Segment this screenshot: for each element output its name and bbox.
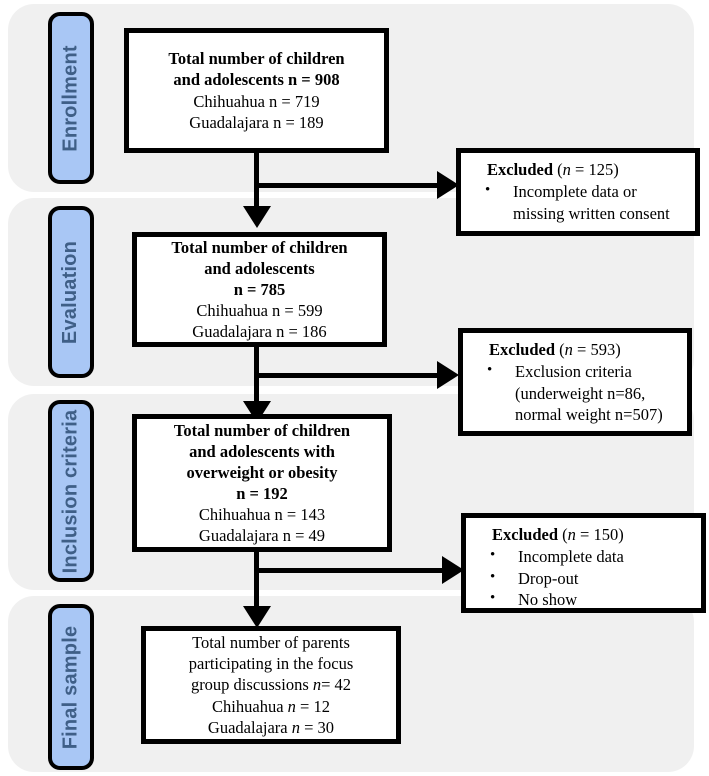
excluded-box-2: Excluded (n = 593) • Exclusion criteria … — [458, 328, 692, 436]
stage-label-inclusion-criteria: Inclusion criteria — [48, 400, 94, 582]
node-line: Guadalajara n = 30 — [207, 717, 335, 737]
stage-label-text: Final sample — [59, 625, 82, 749]
node-inclusion: Total number of children and adolescents… — [132, 414, 392, 552]
stage-label-text: Evaluation — [59, 240, 82, 344]
connector-arrowhead-down-3 — [243, 606, 271, 628]
excluded-heading-label: Excluded — [487, 160, 554, 179]
node-line: Total number of children — [171, 237, 348, 257]
excluded-list: • Exclusion criteria (underweight n=86, … — [473, 361, 681, 425]
excluded-heading: Excluded (n = 150) — [492, 524, 695, 545]
node-line: n = 192 — [236, 484, 288, 503]
connector-hline-1 — [254, 183, 446, 188]
excluded-heading-count: (n = 150) — [562, 525, 624, 544]
excluded-heading: Excluded (n = 593) — [489, 339, 681, 360]
stage-label-final-sample: Final sample — [48, 604, 94, 770]
node-line: Chihuahua n = 12 — [212, 696, 330, 716]
bullet-icon: • — [490, 590, 496, 607]
node-final-sample: Total number of parents participating in… — [141, 626, 401, 744]
excluded-item-text: Incomplete data or missing written conse… — [513, 182, 670, 223]
node-line: Total number of parents — [192, 633, 350, 653]
node-enrollment: Total number of children and adolescents… — [124, 28, 389, 153]
excluded-item-text: Incomplete data — [518, 547, 624, 567]
stage-label-text: Inclusion criteria — [59, 409, 82, 573]
excluded-box-3: Excluded (n = 150) • Incomplete data • D… — [461, 513, 706, 613]
node-line: Guadalajara n = 186 — [192, 322, 327, 342]
excluded-heading-count: (n = 593) — [559, 340, 621, 359]
node-line: Guadalajara n = 49 — [198, 526, 326, 546]
stage-label-text: Enrollment — [59, 44, 82, 152]
excluded-heading-count: (n = 125) — [557, 160, 619, 179]
node-line: group discussions n= 42 — [190, 675, 352, 695]
connector-hline-2 — [254, 373, 446, 378]
node-evaluation: Total number of children and adolescents… — [132, 232, 387, 347]
excluded-list-item: • Incomplete data or missing written con… — [471, 181, 689, 224]
excluded-item-text: Exclusion criteria (underweight n=86, no… — [515, 362, 663, 425]
node-line: Guadalajara n = 189 — [189, 112, 324, 132]
excluded-list-item: • Exclusion criteria (underweight n=86, … — [473, 361, 681, 425]
node-line: and adolescents n = 908 — [173, 70, 340, 90]
stage-label-evaluation: Evaluation — [48, 206, 94, 378]
node-line: participating in the focus — [188, 654, 354, 674]
connector-vline-2 — [254, 347, 259, 409]
excluded-heading: Excluded (n = 125) — [487, 159, 689, 180]
node-line: overweight or obesity — [186, 462, 338, 482]
node-line: Chihuahua n = 143 — [198, 505, 326, 525]
bullet-icon: • — [485, 182, 491, 199]
connector-arrowhead-right-2 — [437, 361, 459, 389]
node-line: and adolescents with — [189, 441, 335, 461]
bullet-icon: • — [487, 362, 493, 379]
excluded-heading-label: Excluded — [489, 340, 556, 359]
node-line: and adolescents — [204, 258, 315, 278]
node-line: Chihuahua n = 599 — [196, 301, 323, 321]
connector-arrowhead-right-3 — [442, 556, 464, 584]
connector-vline-3 — [254, 552, 259, 614]
connector-arrowhead-down-1 — [243, 206, 271, 228]
excluded-list: • Incomplete data • Drop-out • No show — [476, 546, 695, 610]
node-line: Total number of children — [168, 49, 345, 69]
excluded-item-text: Drop-out — [518, 568, 579, 588]
bullet-icon: • — [490, 547, 496, 564]
excluded-heading-label: Excluded — [492, 525, 559, 544]
excluded-list-item: • No show — [476, 589, 695, 610]
node-line: Chihuahua n = 719 — [193, 91, 320, 111]
excluded-list-item: • Drop-out — [476, 568, 695, 589]
node-line: n = 785 — [233, 279, 286, 299]
excluded-list: • Incomplete data or missing written con… — [471, 181, 689, 224]
node-line: Total number of children — [173, 420, 351, 440]
excluded-item-text: No show — [518, 590, 578, 610]
excluded-box-1: Excluded (n = 125) • Incomplete data or … — [456, 148, 700, 236]
excluded-list-item: • Incomplete data — [476, 546, 695, 567]
connector-hline-3 — [254, 568, 451, 573]
connector-arrowhead-right-1 — [437, 171, 459, 199]
stage-label-enrollment: Enrollment — [48, 12, 94, 184]
bullet-icon: • — [490, 568, 496, 585]
